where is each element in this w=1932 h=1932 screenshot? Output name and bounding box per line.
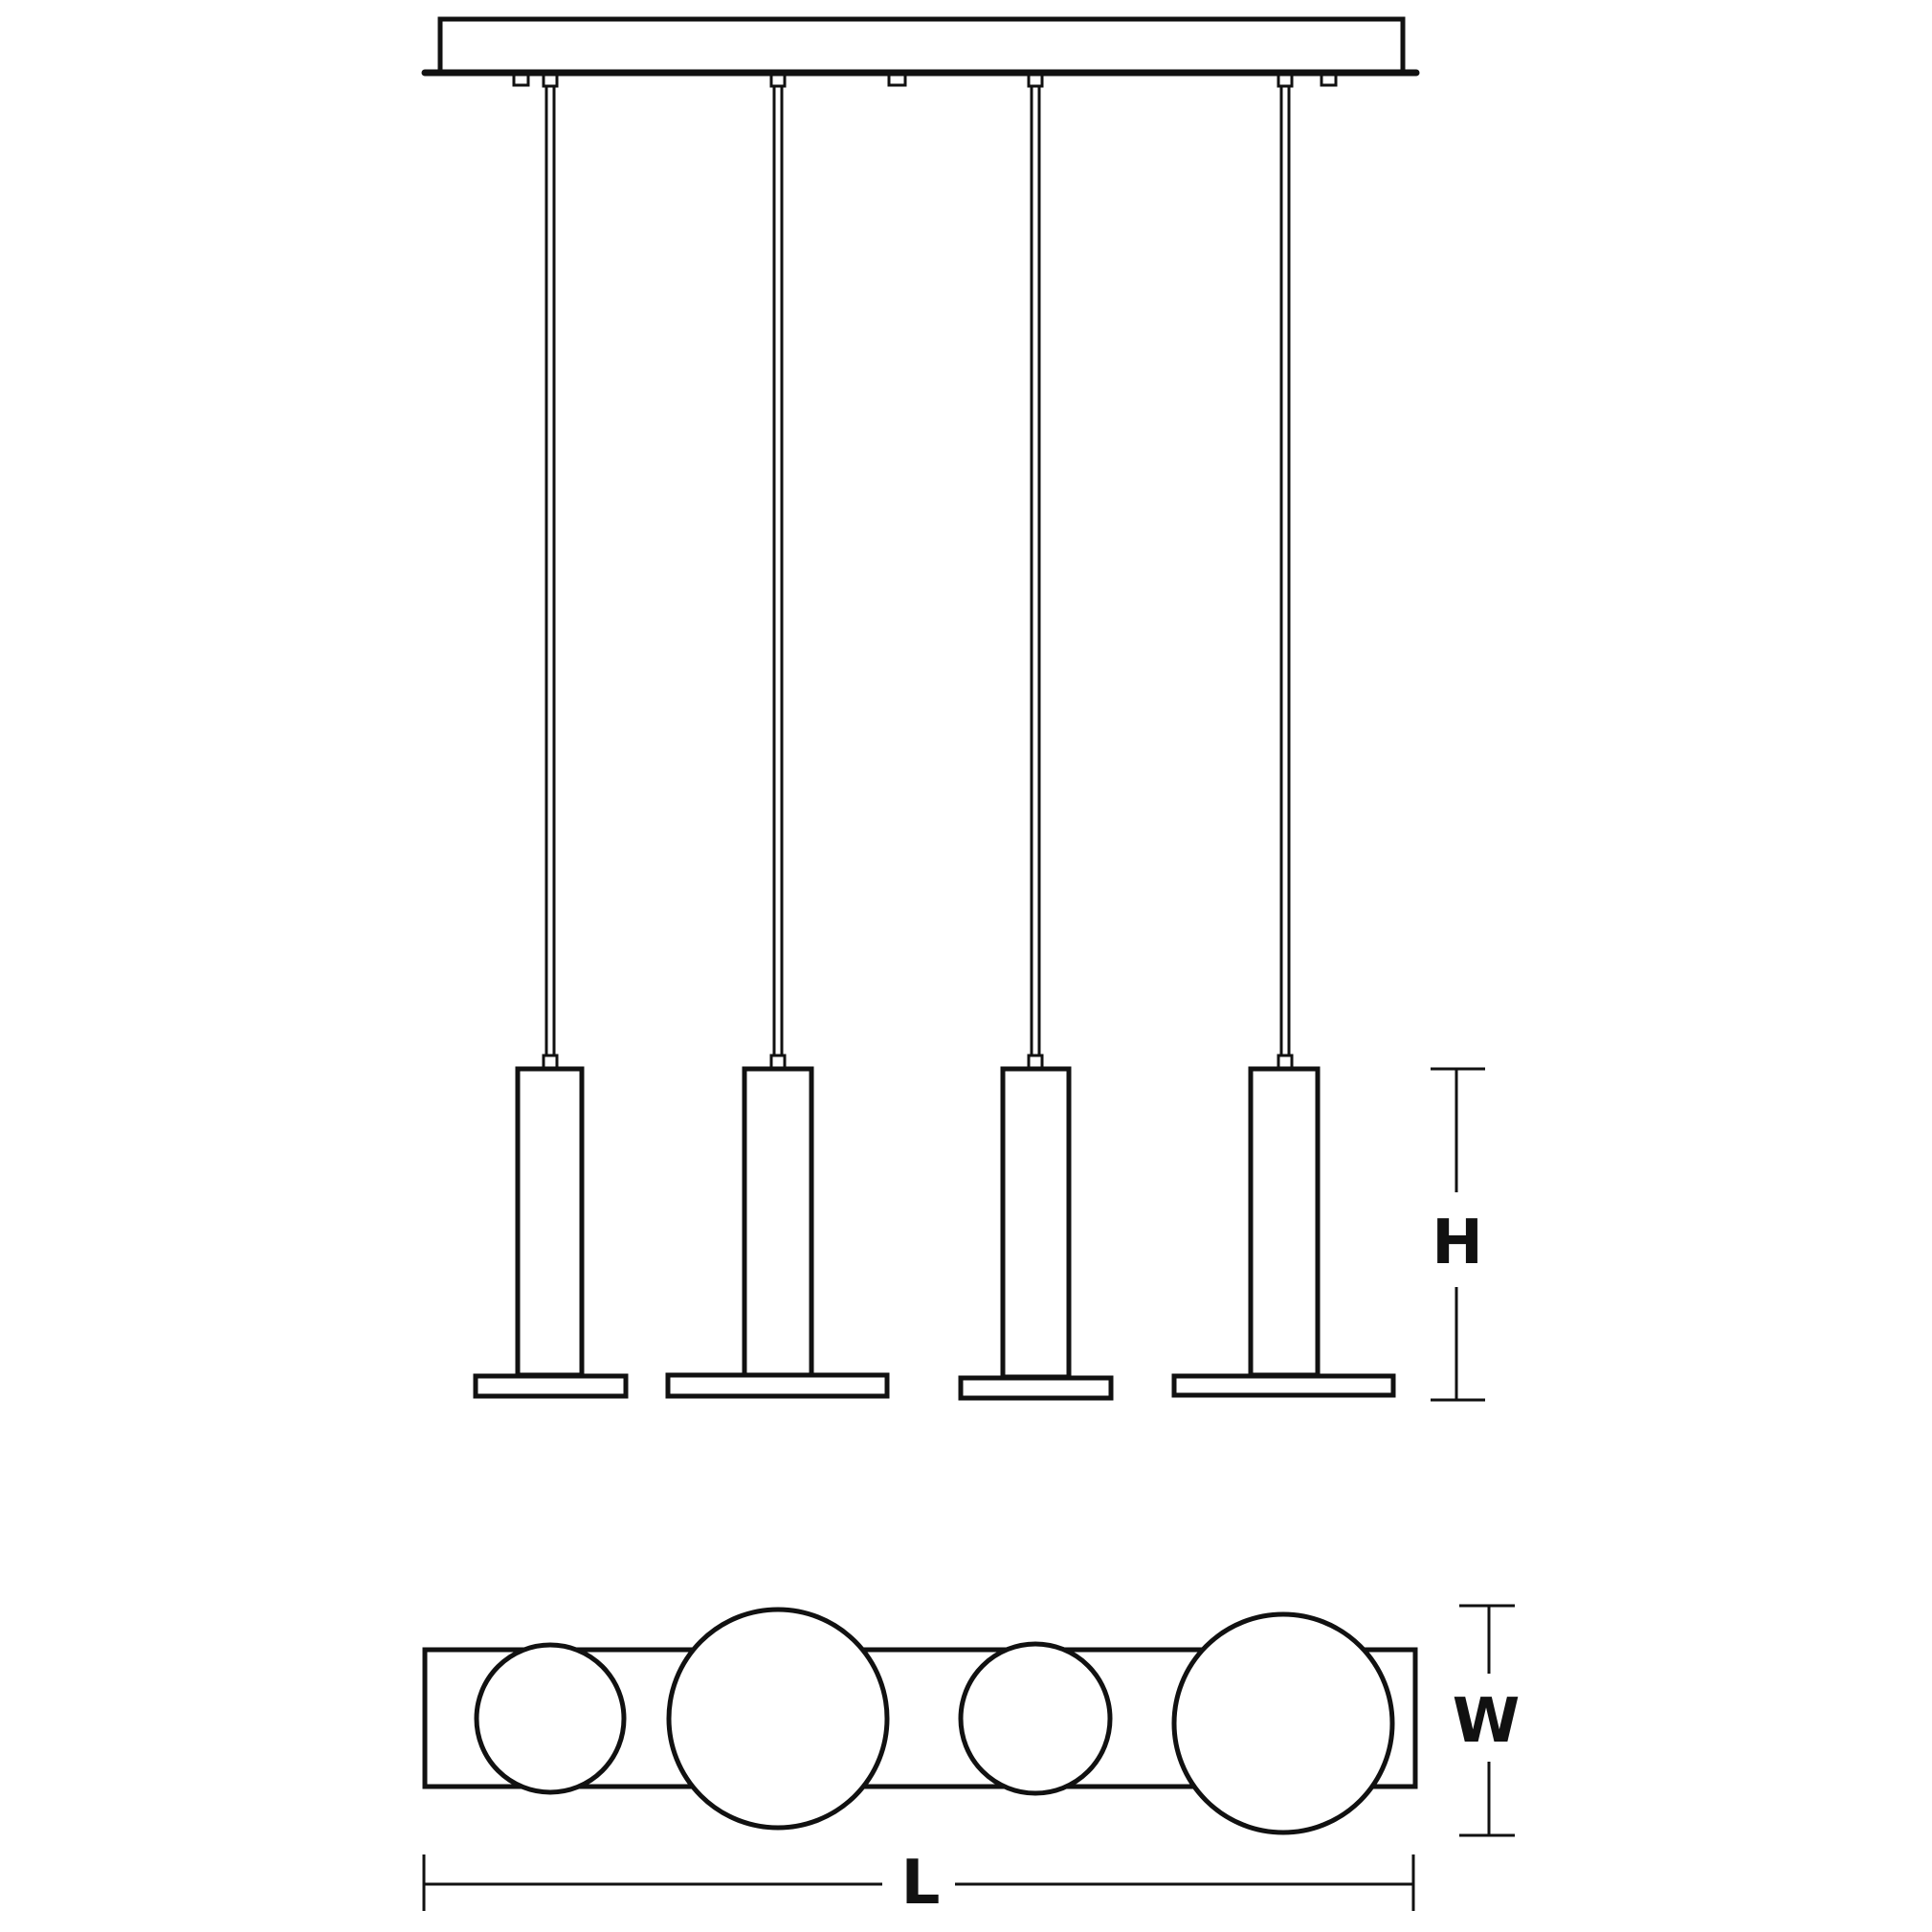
shade-plan-large-2 — [1171, 1611, 1395, 1835]
top-view: W L — [422, 1604, 1521, 1919]
canopy-body — [437, 16, 1406, 76]
shade-plan-large-1 — [666, 1607, 890, 1831]
pendant-base-plate — [958, 1375, 1114, 1401]
pendant-cylinder — [1248, 1066, 1321, 1378]
cable-top-connector — [769, 72, 787, 88]
pendant-3 — [958, 72, 1114, 1401]
canopy-mount-block — [887, 72, 907, 87]
canopy-mount-block — [512, 72, 530, 87]
canopy — [421, 16, 1420, 87]
shade-plan-small-2 — [958, 1641, 1113, 1796]
pendant-cylinder — [742, 1066, 814, 1378]
pendant-1 — [473, 72, 629, 1399]
pendant-2 — [665, 72, 890, 1399]
shade-plan-small-1 — [474, 1642, 627, 1795]
canopy-mount-block — [1320, 72, 1338, 87]
pendant-cylinder — [1000, 1066, 1072, 1380]
cable-top-connector — [542, 72, 559, 88]
height-label: H — [1432, 1208, 1483, 1278]
pendant-base-plate — [1171, 1373, 1396, 1398]
cable-top-connector — [1277, 72, 1294, 88]
length-dimension: L — [422, 1848, 1415, 1919]
length-label: L — [901, 1848, 941, 1919]
pendant-cylinder — [515, 1066, 585, 1378]
pendant-4 — [1171, 72, 1396, 1398]
pendant-base-plate — [665, 1372, 890, 1399]
cable-top-connector — [1027, 72, 1044, 88]
width-dimension: W — [1453, 1604, 1521, 1837]
front-view: H — [421, 16, 1485, 1402]
height-dimension: H — [1431, 1067, 1485, 1402]
pendant-base-plate — [473, 1373, 629, 1399]
width-label: W — [1453, 1686, 1521, 1757]
